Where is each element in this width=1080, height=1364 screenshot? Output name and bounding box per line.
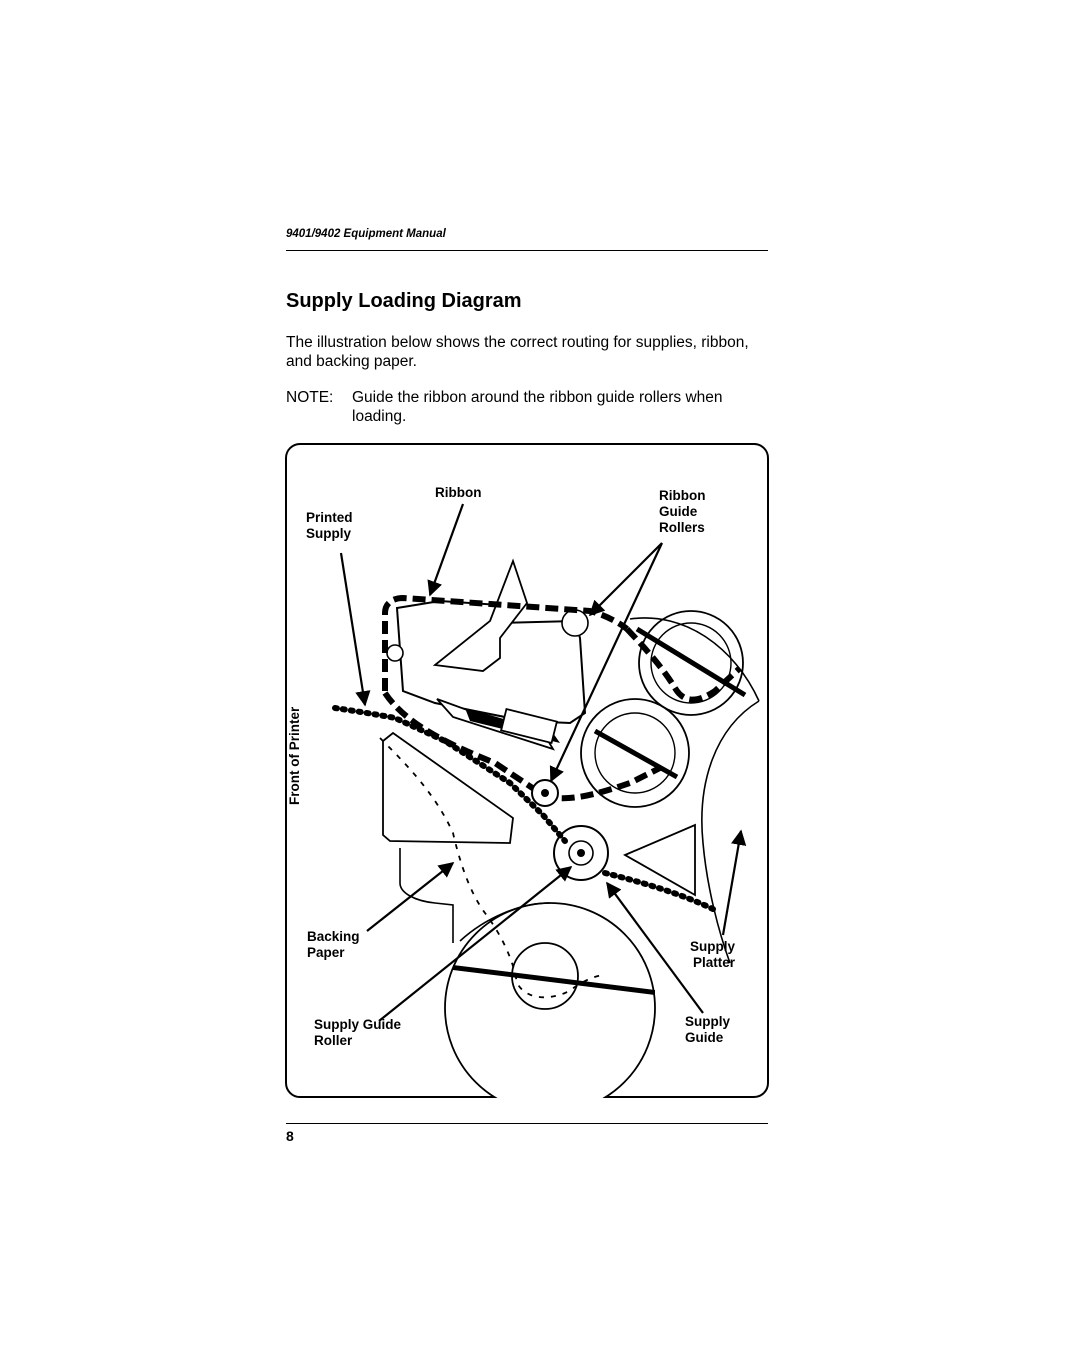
diagram-illustration bbox=[285, 443, 769, 1098]
front-of-printer-path bbox=[332, 705, 568, 844]
footer-rule bbox=[286, 1123, 768, 1124]
housing-edge bbox=[701, 700, 760, 964]
ribbon-supply-spindle bbox=[638, 610, 744, 716]
tear-bar bbox=[382, 731, 514, 844]
label-front-of-printer: Front of Printer bbox=[287, 706, 302, 805]
ribbon-takeup-spindle bbox=[580, 698, 690, 808]
intro-paragraph: The illustration below shows the correct… bbox=[286, 334, 749, 370]
note-text: Guide the ribbon around the ribbon guide… bbox=[352, 389, 723, 425]
supply-guide-wedge bbox=[622, 823, 696, 897]
note-label: NOTE: bbox=[286, 389, 334, 406]
backing-paper-path bbox=[379, 737, 604, 999]
ribbon-path bbox=[624, 626, 743, 703]
section-title: Supply Loading Diagram bbox=[286, 290, 522, 312]
page-number: 8 bbox=[286, 1128, 294, 1144]
header-rule bbox=[286, 250, 768, 251]
ribbon-guide-roller-top bbox=[561, 609, 589, 637]
note-paragraph: NOTE: Guide the ribbon around the ribbon… bbox=[286, 389, 756, 426]
running-header: 9401/9402 Equipment Manual bbox=[286, 228, 446, 240]
label-ribbon: Ribbon bbox=[435, 485, 482, 500]
